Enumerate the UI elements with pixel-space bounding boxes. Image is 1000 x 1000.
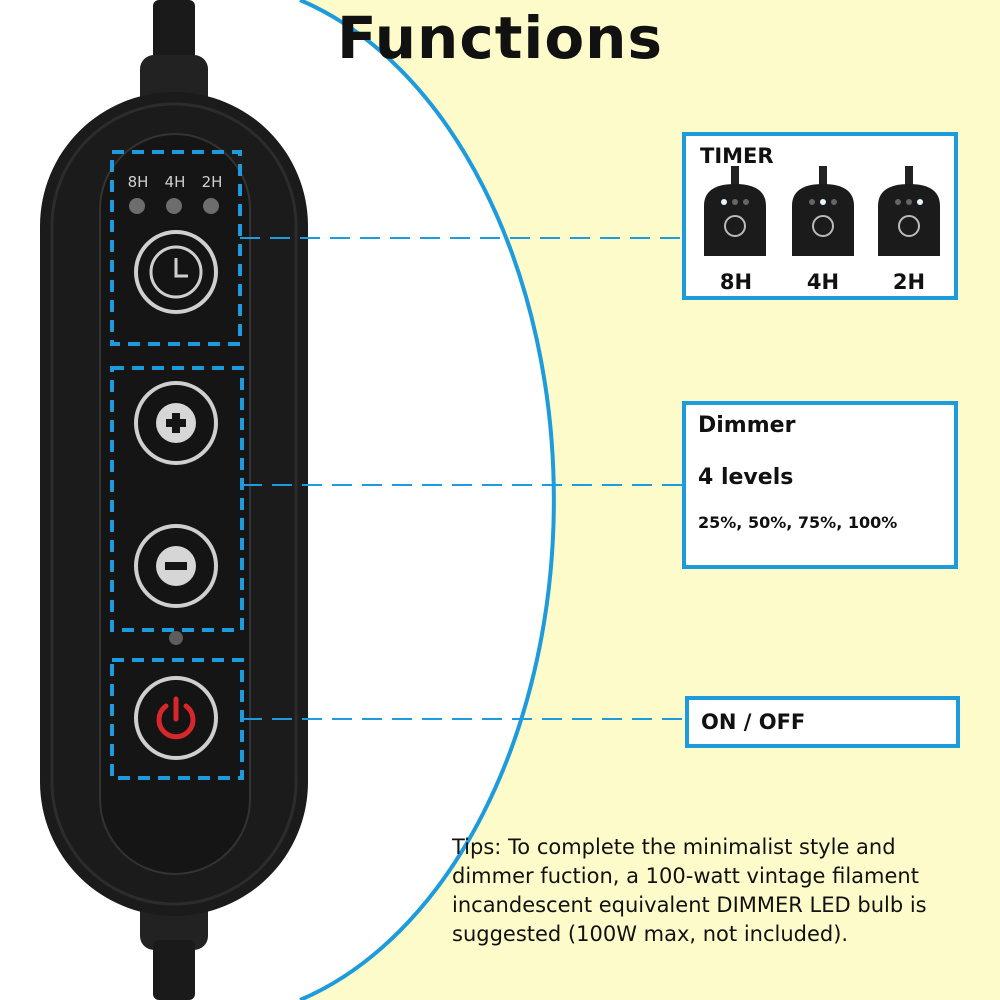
mini-device-8h <box>704 166 766 256</box>
dimmer-zone-outline <box>110 366 244 632</box>
power-icon <box>156 696 196 740</box>
device-panel-edge <box>99 133 251 875</box>
mini-device-4h <box>792 166 854 256</box>
power-led <box>169 631 183 645</box>
led-label-4h: 4H <box>164 173 186 191</box>
power-callout: ON / OFF <box>685 696 960 748</box>
dimmer-title: Dimmer <box>698 413 796 438</box>
plus-button[interactable] <box>134 381 218 465</box>
plus-icon <box>156 403 196 443</box>
mini-device-2h <box>878 166 940 256</box>
power-button[interactable] <box>134 676 218 760</box>
timer-option-4h: 4H <box>806 270 840 294</box>
clock-icon <box>149 245 203 299</box>
dimmer-values: 25%, 50%, 75%, 100% <box>698 513 898 532</box>
timer-button[interactable] <box>134 230 218 314</box>
dimmer-levels: 4 levels <box>698 465 794 490</box>
timer-title: TIMER <box>700 144 774 168</box>
dimmer-callout: Dimmer 4 levels 25%, 50%, 75%, 100% <box>682 401 958 569</box>
power-label: ON / OFF <box>701 710 806 734</box>
led-8h <box>129 198 145 214</box>
timer-option-2h: 2H <box>892 270 926 294</box>
device-rim <box>50 102 298 906</box>
timer-mini-devices <box>704 166 940 256</box>
device-panel <box>100 134 250 874</box>
page-title: Functions <box>337 4 663 72</box>
cable-bottom <box>153 940 195 1000</box>
tips-text: Tips: To complete the minimalist style a… <box>452 835 927 946</box>
led-label-2h: 2H <box>201 173 223 191</box>
timer-callout: TIMER <box>682 132 958 300</box>
minus-button[interactable] <box>134 524 218 608</box>
timer-option-8h: 8H <box>719 270 753 294</box>
led-label-8h: 8H <box>127 173 149 191</box>
minus-icon <box>156 546 196 586</box>
led-2h <box>203 198 219 214</box>
blue-arc <box>299 0 556 1000</box>
timer-zone-outline <box>110 150 242 346</box>
led-4h <box>166 198 182 214</box>
